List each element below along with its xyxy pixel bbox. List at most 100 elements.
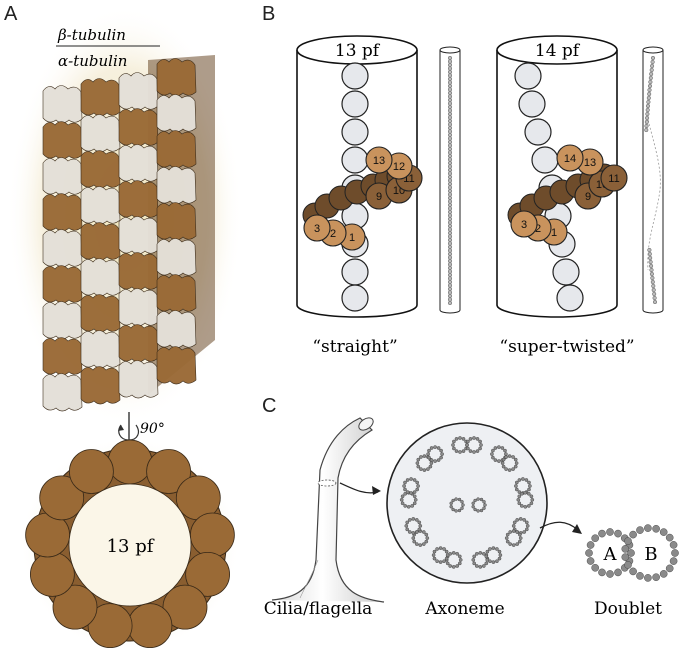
sphere-beta — [341, 146, 369, 174]
alpha-tubulin-block — [80, 366, 121, 405]
sphere-beta — [556, 284, 584, 312]
axoneme-tubule-a — [497, 549, 502, 554]
tube-bead — [651, 283, 656, 289]
axoneme-tubule-a — [400, 494, 405, 499]
doublet-a-bead — [591, 534, 600, 543]
doublet-b-bead — [644, 574, 652, 582]
axoneme-tubule-b — [465, 443, 469, 447]
beta-tubulin-block — [80, 186, 121, 225]
axoneme-tubule-b — [472, 561, 477, 566]
axoneme-tubule-a — [525, 524, 530, 528]
tube-bead — [652, 291, 657, 297]
axoneme-tubule-b — [427, 455, 431, 460]
axoneme-tubule-b — [405, 490, 410, 494]
axoneme-tubule-b — [485, 558, 490, 562]
tube-bead — [645, 111, 650, 117]
helix-number: 9 — [585, 191, 591, 203]
axoneme-tubule-a — [451, 443, 455, 447]
sphere-beta — [514, 62, 542, 90]
axoneme-tubule-a — [524, 478, 529, 482]
axoneme-tubule-b — [403, 487, 407, 492]
ring-subunit — [127, 603, 173, 648]
panel-b-letter: B — [262, 3, 275, 25]
ring-subunit — [107, 439, 153, 485]
doublet-b-bead — [621, 545, 630, 553]
tube-bead — [646, 99, 651, 105]
doublet-b-bead — [629, 530, 637, 539]
beta-tubulin-block — [42, 85, 83, 124]
helix-number: 9 — [376, 191, 382, 203]
axoneme-tubule-b — [411, 517, 416, 521]
axoneme-tubule-b — [438, 560, 443, 564]
arrow-to-doublet-head — [572, 524, 582, 534]
axoneme-tubule-b — [504, 455, 508, 459]
doublet-a-bead — [606, 528, 614, 536]
axoneme-tubule-a — [525, 520, 529, 525]
tube-bead — [447, 174, 453, 180]
axoneme-tubule-a — [403, 491, 408, 496]
tube-bead — [648, 75, 653, 81]
axoneme-tubule-b — [518, 539, 522, 544]
axoneme-tubule-b — [407, 518, 412, 522]
axoneme-tubule-b — [478, 565, 483, 569]
axoneme-tubule-b — [439, 448, 443, 453]
axoneme-central-tubule — [483, 503, 487, 507]
axoneme-tubule-b — [409, 477, 413, 481]
axoneme-central-tubule — [449, 501, 453, 505]
tube-bead — [447, 237, 453, 243]
helix-number: 13 — [584, 157, 596, 169]
axoneme-tubule-a — [413, 497, 418, 502]
tube-bead — [447, 300, 453, 306]
doublet-b-bead — [669, 557, 678, 565]
axoneme-tubule-a — [461, 437, 466, 441]
axoneme-tubule-b — [472, 450, 476, 454]
caption-super-twisted: “super-twisted” — [499, 337, 634, 357]
axoneme-tubule-b — [511, 455, 515, 459]
doublet-label: Doublet — [594, 599, 662, 619]
axoneme-tubule-a — [457, 561, 462, 566]
beta-tubulin-block — [118, 288, 159, 327]
axoneme-tubule-a — [527, 480, 531, 485]
axoneme-tubule-b — [517, 501, 522, 506]
doublet-letter-a: A — [603, 544, 618, 565]
axoneme-tubule-a — [454, 437, 459, 441]
tube-bead — [447, 269, 453, 274]
axoneme-tubule-a — [517, 490, 522, 494]
axoneme-tubule-a — [515, 487, 519, 492]
axoneme-tubule-b — [417, 527, 422, 532]
doublet-b-bead — [624, 537, 632, 545]
axoneme-tubule-a — [411, 536, 416, 540]
axoneme-tubule-b — [435, 559, 439, 564]
doublet-a-bead — [614, 568, 622, 577]
tube-bead — [447, 241, 453, 246]
doublet-a-bead — [614, 529, 622, 538]
tube-bead — [645, 107, 650, 113]
cilium-drawing — [271, 417, 385, 603]
tube-bead — [447, 213, 453, 218]
axoneme-tubule-b — [404, 524, 409, 528]
beta-tubulin-block — [42, 373, 83, 412]
axoneme-tubule-b — [504, 536, 509, 540]
axoneme-tubule-a — [522, 518, 527, 522]
tube-bead — [447, 164, 453, 169]
helix-sphere — [303, 214, 331, 242]
tube-bead — [447, 248, 453, 253]
helix-number: 2 — [330, 228, 336, 240]
panel-a-letter: A — [4, 3, 18, 25]
tube-bead — [447, 220, 453, 225]
axoneme-tubule-a — [458, 436, 462, 440]
tube-bead — [447, 139, 453, 145]
axoneme-tubule-a — [458, 450, 462, 454]
tube-bead — [447, 234, 453, 239]
beta-tubulin-block — [156, 166, 197, 205]
tube-bead — [647, 87, 652, 93]
tube-bead — [447, 150, 453, 155]
axoneme-tubule-a — [451, 565, 456, 569]
alpha-tubulin-block — [80, 222, 121, 261]
tube-bead — [648, 255, 653, 261]
tube-bead — [650, 279, 655, 285]
tube-bead — [447, 90, 453, 96]
tube-bead — [447, 129, 453, 134]
